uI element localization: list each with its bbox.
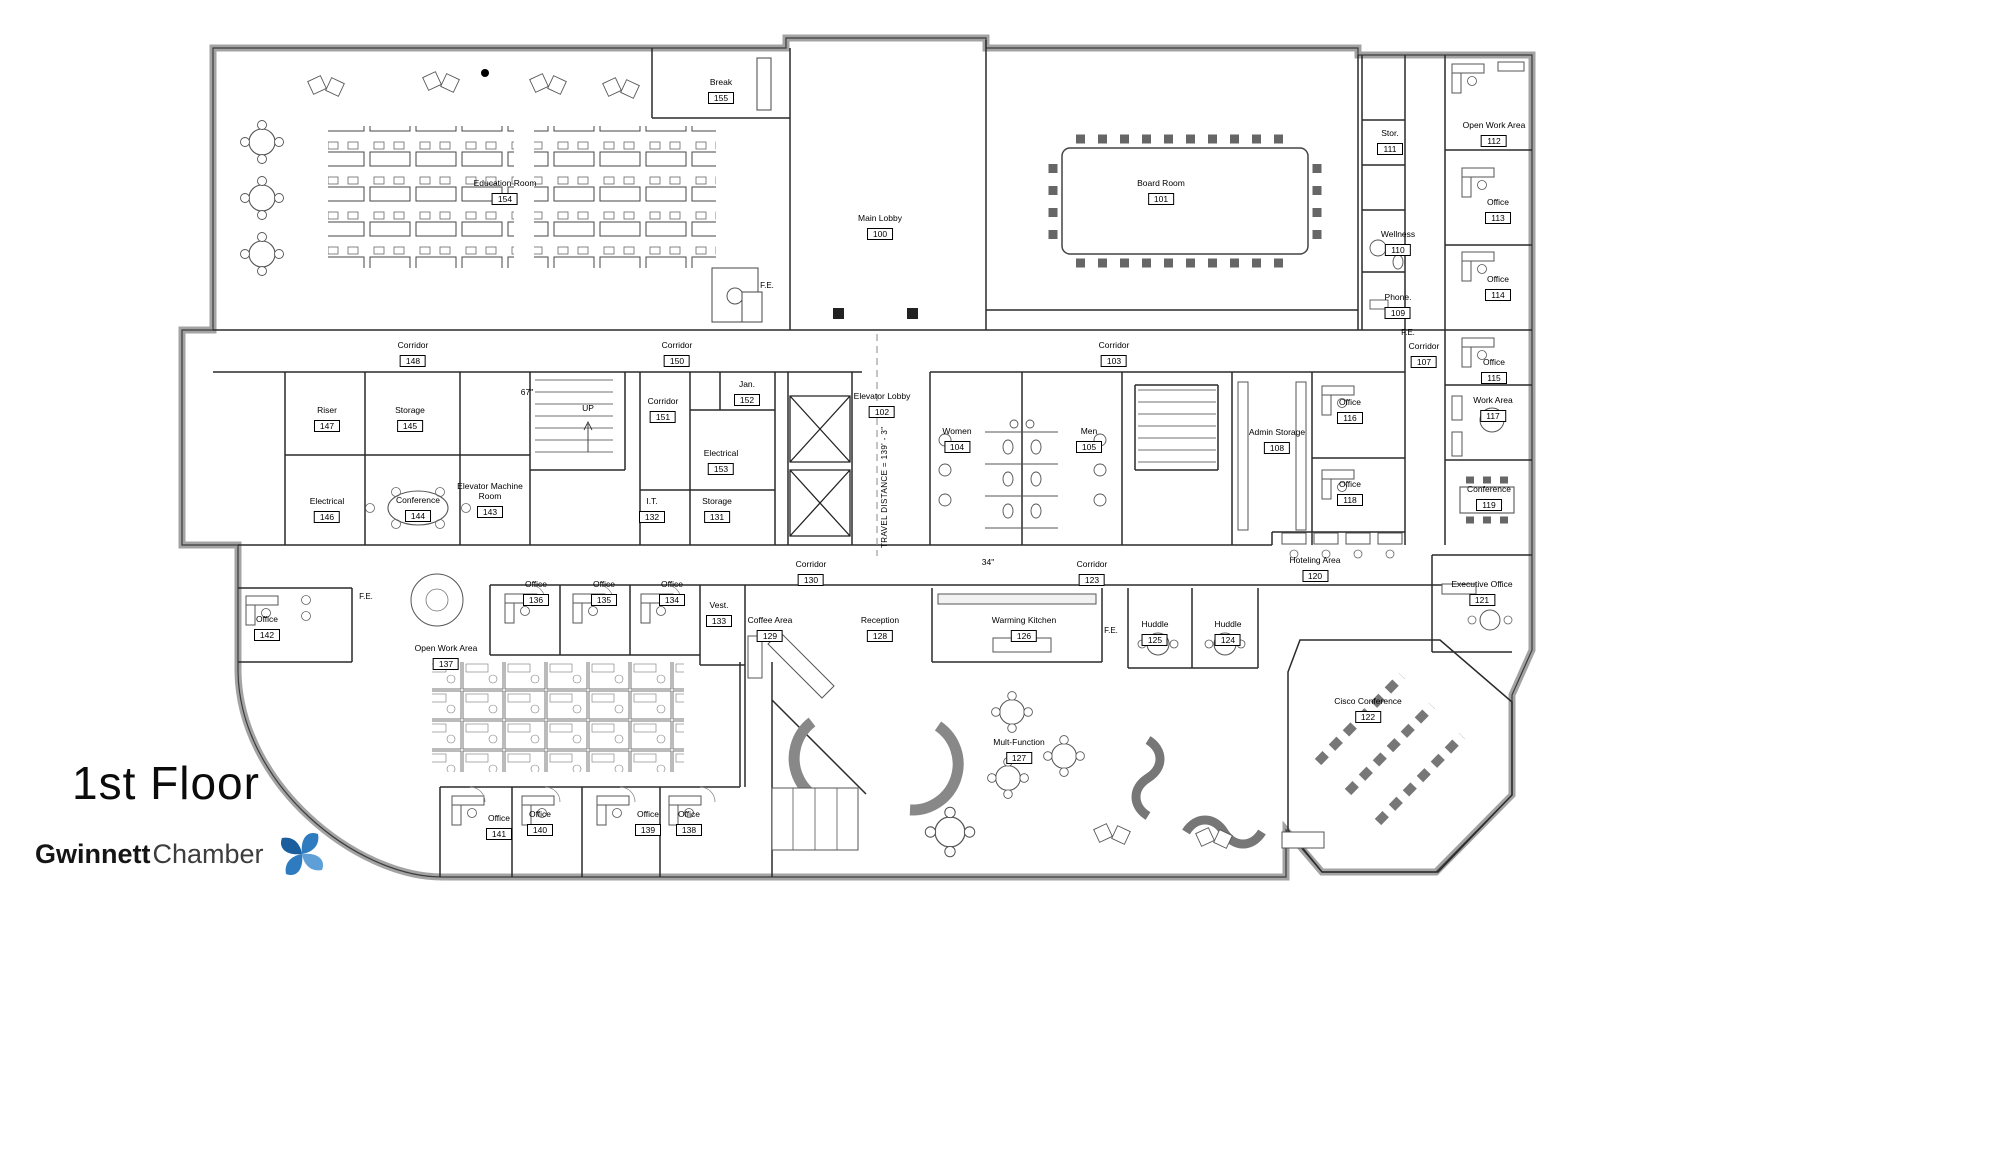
- exterior-walls: [178, 34, 1536, 881]
- bottom-lounge-furniture: [771, 787, 1325, 858]
- fire-extinguisher-label: F.E.: [1104, 626, 1118, 635]
- dimension-34-label: 34": [981, 557, 995, 567]
- travel-distance-label: TRAVEL DISTANCE = 139' - 3": [880, 426, 889, 549]
- education-room-furniture: [239, 57, 772, 277]
- elevator-shafts: [789, 395, 851, 537]
- page-title: 1st Floor: [72, 757, 260, 809]
- room-label-stor-111: Stor.111: [1377, 128, 1403, 157]
- open-work-area-cubicles: [410, 573, 684, 772]
- fire-extinguisher-label: F.E.: [1401, 328, 1415, 337]
- restroom-fixtures: [938, 239, 1404, 529]
- room-label-it-132: I.T.132: [639, 496, 665, 525]
- gwinnett-chamber-logo-icon: [280, 832, 323, 876]
- dimension-67-label: 67": [520, 387, 534, 397]
- room-label-vest-133: Vest.133: [706, 600, 732, 629]
- fire-extinguisher-label: F.E.: [359, 592, 373, 601]
- stairs: [534, 379, 1217, 463]
- door-arcs: [469, 584, 716, 803]
- board-room-furniture: [1048, 134, 1322, 268]
- stairs-up-label: UP: [582, 403, 594, 413]
- room-label-jan-152: Jan.152: [734, 379, 760, 408]
- brand-name-bold: Gwinnett: [35, 838, 151, 869]
- meeting-furniture: [365, 476, 1515, 656]
- kitchen-reception-furniture: [747, 593, 1097, 699]
- fire-extinguisher-label: F.E.: [760, 281, 774, 290]
- room-label-phone-109: Phone.109: [1384, 292, 1412, 320]
- lobby-structures: [711, 267, 918, 323]
- interior-walls: [213, 40, 1532, 877]
- brand-name-light: Chamber: [152, 838, 264, 869]
- multi-function-furniture: [788, 691, 1266, 849]
